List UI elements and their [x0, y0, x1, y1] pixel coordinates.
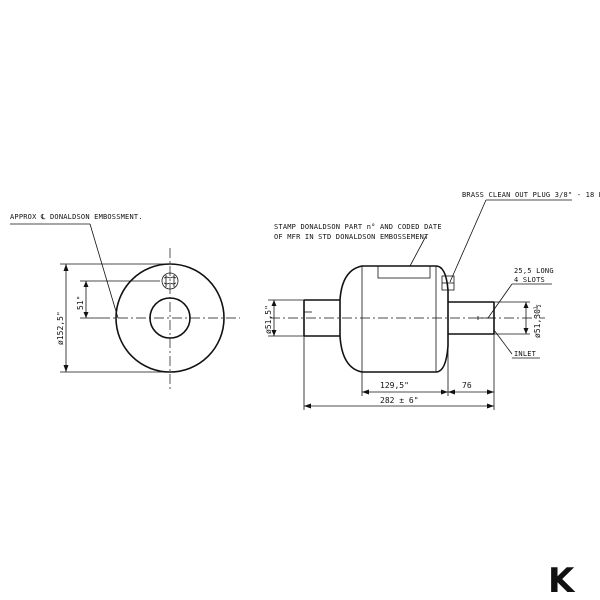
- label-stamp-line2: OF MFR IN STD DONALDSON EMBOSSEMENT: [274, 233, 429, 241]
- label-inlet: INLET: [514, 350, 537, 358]
- dim-text-51: 51": [76, 296, 85, 310]
- leader-embossment: [89, 223, 119, 319]
- dim-text-inlet: ø51,30½: [532, 304, 542, 338]
- label-approx-embossment: APPROX ℄ DONALDSON EMBOSSMENT.: [10, 213, 143, 221]
- dim-text-outlet: ø51,5": [264, 305, 273, 334]
- embossment-plate: [377, 265, 431, 279]
- dim-text-129: 129,5": [380, 381, 409, 390]
- outlet-tube: [303, 299, 340, 337]
- label-slots-line1: 25,5 LONG: [514, 267, 554, 275]
- dim-text-dia-152: ø152,5": [56, 311, 65, 345]
- leader-brass-plug: [449, 199, 487, 283]
- dim-text-76: 76: [462, 381, 472, 390]
- filter-body: [339, 265, 449, 373]
- dim-text-overall: 282 ± 6": [380, 396, 419, 405]
- label-slots-line2: 4 SLOTS: [514, 276, 545, 284]
- end-view-bore-circle: [149, 297, 191, 339]
- brand-logo: K: [548, 561, 576, 600]
- leader-slots: [487, 283, 513, 319]
- end-view: APPROX ℄ DONALDSON EMBOSSMENT. ø152,5" 5…: [10, 213, 240, 392]
- plug-boss-circle: [161, 272, 179, 290]
- plug-hex-detail: [163, 275, 177, 287]
- leader-stamp: [409, 235, 427, 267]
- side-view: 129,5" 76 282 ± 6" ø51,5" ø51,30½ STAMP …: [264, 191, 600, 410]
- label-brass-plug: BRASS CLEAN OUT PLUG 3/8" - 18 NPSM: [462, 191, 600, 199]
- brand-logo-mark: K: [548, 561, 576, 600]
- leader-inlet: [493, 329, 513, 355]
- label-stamp-line1: STAMP DONALDSON PART n° AND CODED DATE: [274, 223, 442, 231]
- inlet-slot: [477, 316, 494, 320]
